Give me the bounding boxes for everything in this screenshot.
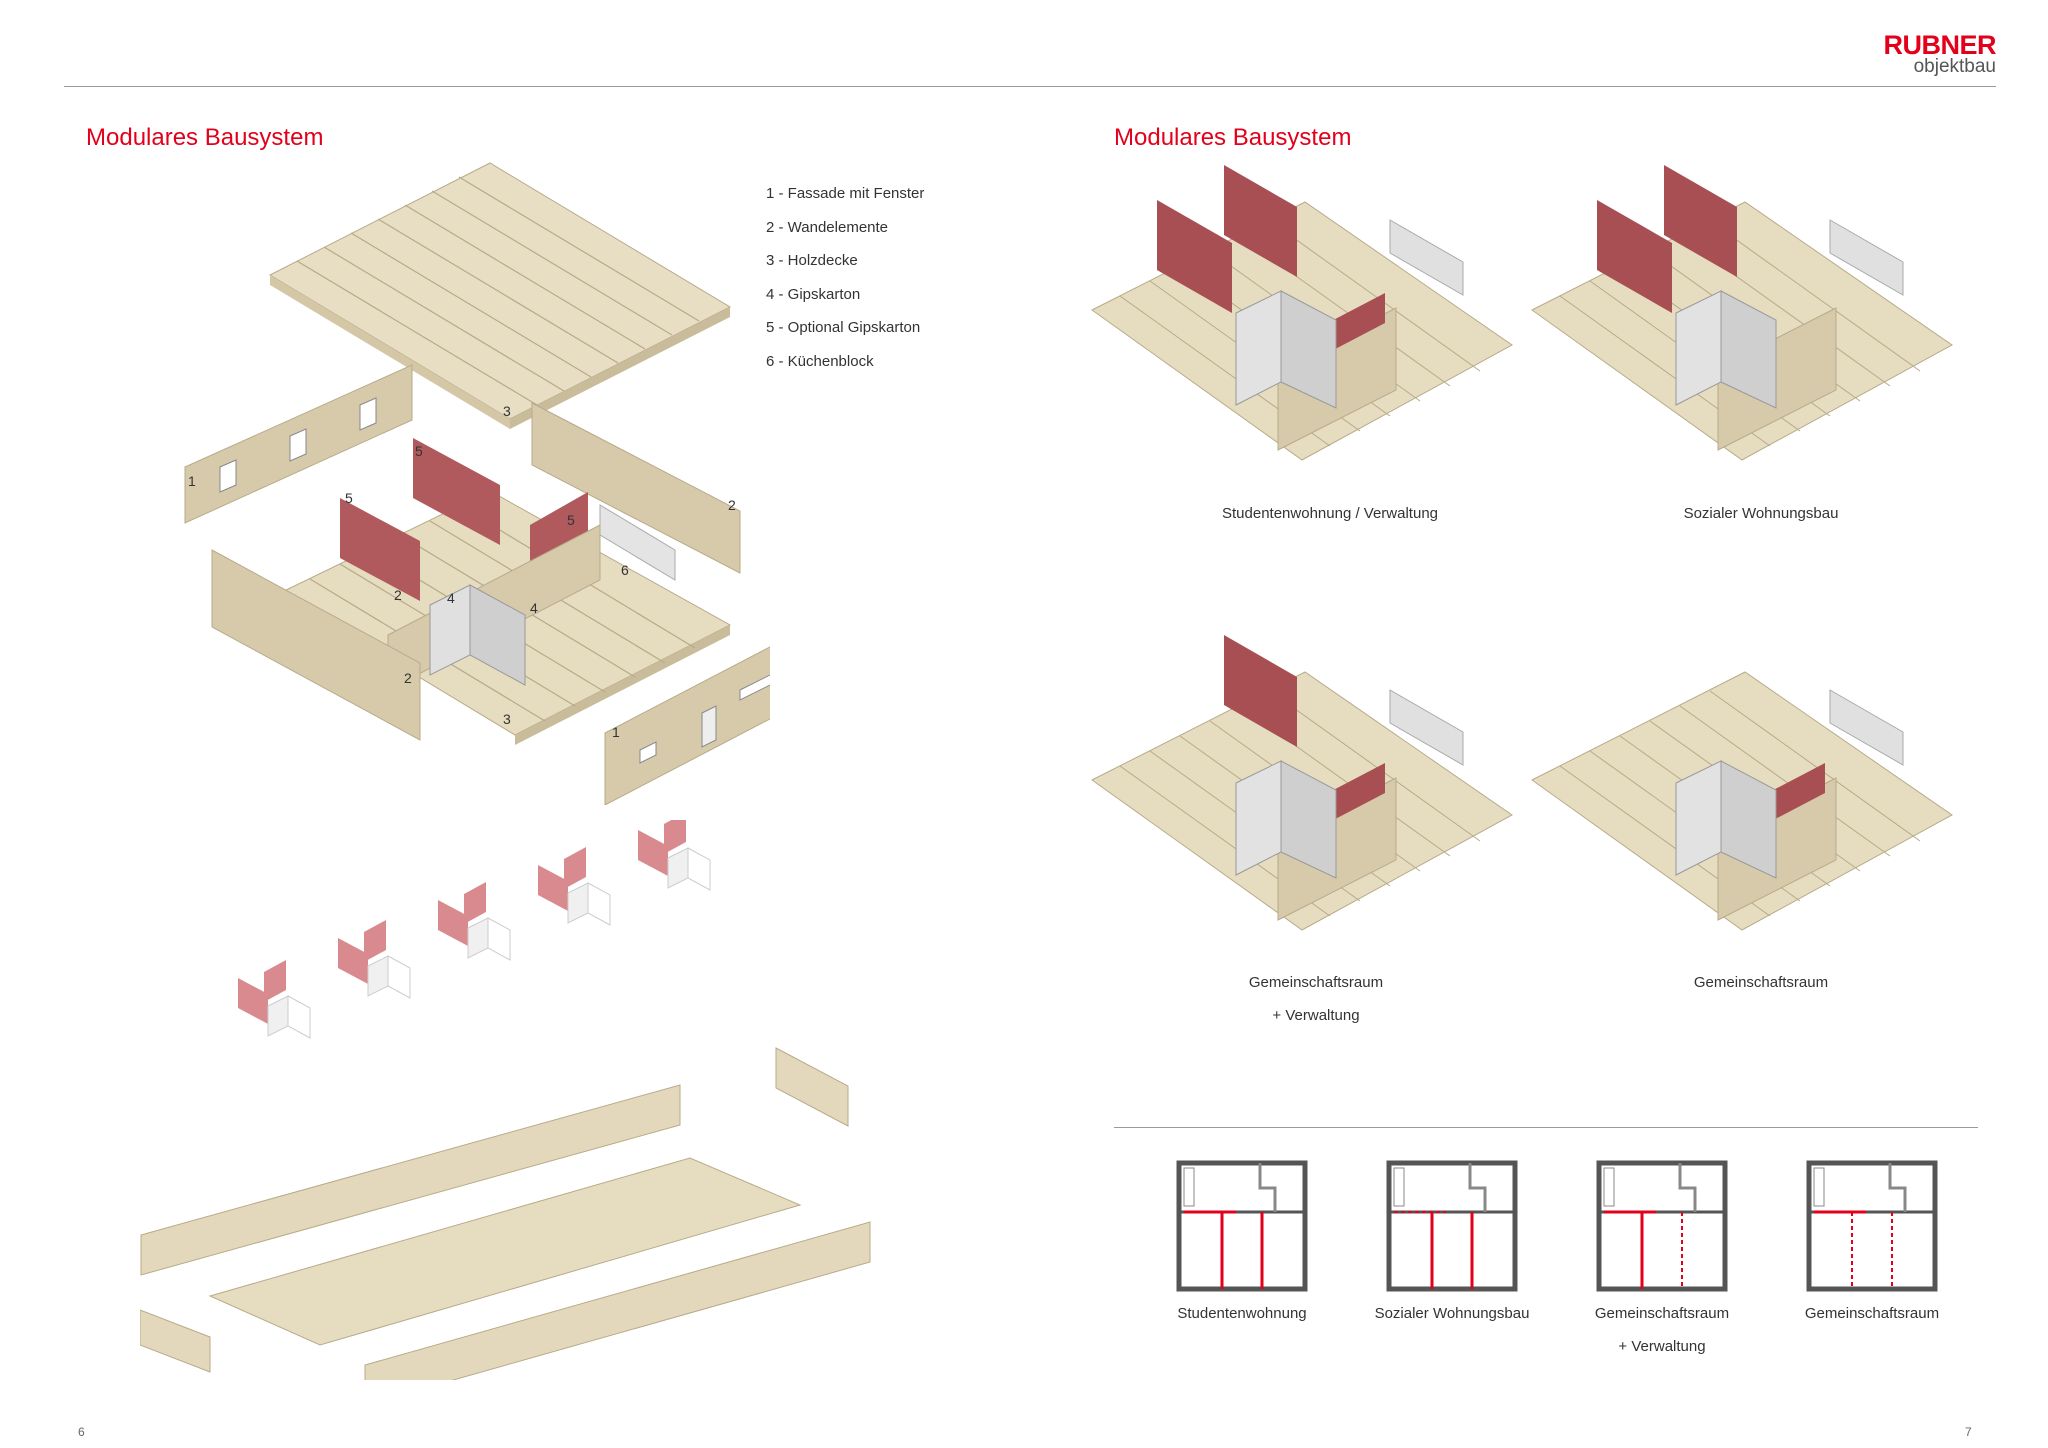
legend-item-6: 6 - Küchenblock [766,352,874,370]
wall-front-left [211,549,421,741]
right-page-title: Modulares Bausystem [1114,124,1352,151]
brand-logo-sub: objektbau [1913,56,1996,77]
section-divider [1114,1127,1978,1128]
floor-plan-4 [1806,1160,1938,1292]
variant-render-4 [1531,671,1953,931]
legend-item-3: 3 - Holzdecke [766,252,858,269]
wall-back-right [531,402,741,574]
mini-module-3 [438,882,511,961]
left-page-title: Modulares Bausystem [86,124,324,151]
variant-caption-3: Gemeinschaftsraum [1248,974,1384,991]
label-5-b: 5 [345,490,353,506]
plan-caption-3-line2: + Verwaltung [1618,1338,1706,1355]
label-2-front: 2 [404,670,412,686]
label-2-partition: 2 [394,587,402,603]
plan-caption-1: Studentenwohnung [1177,1305,1307,1322]
label-4-b: 4 [530,600,538,616]
label-6: 6 [621,562,629,578]
long-floor [208,1157,802,1346]
page-number-left: 6 [78,1425,85,1439]
legend-item-1: 1 - Fassade mit Fenster [766,185,925,202]
floor-plan-1 [1176,1160,1308,1292]
mini-module-2 [338,920,411,999]
module-variants-row [238,820,711,1039]
floor-plan-3 [1596,1160,1728,1292]
gypsum-red-wall-b [413,438,500,545]
page-number-right: 7 [1965,1425,1972,1439]
label-1-left: 1 [188,473,196,489]
header-divider [64,86,1996,87]
variant-caption-3-line2: + Verwaltung [1272,1007,1360,1024]
label-2-back: 2 [728,497,736,513]
end-wall-right [775,1047,849,1127]
long-facade-back [140,1084,681,1276]
end-wall-left [140,1309,211,1373]
legend-item-4: 4 - Gipskarton [766,285,861,303]
legend-item-5: 5 - Optional Gipskarton [766,319,921,336]
mini-module-1 [238,960,311,1039]
component-legend: 1 - Fassade mit Fenster 2 - Wandelemente… [766,185,924,386]
mini-module-4 [538,847,611,926]
facade-back-left [184,364,413,524]
plan-caption-3: Gemeinschaftsraum [1594,1305,1730,1322]
label-3-floor: 3 [503,711,511,727]
floor-plan-2 [1386,1160,1518,1292]
label-1-right: 1 [612,724,620,740]
gypsum-red-wall-a [340,498,420,601]
variant-render-1 [1091,165,1513,461]
ceiling-panel [268,162,732,429]
label-5-a: 5 [415,443,423,459]
label-3-ceiling: 3 [503,403,511,419]
variant-caption-2: Sozialer Wohnungsbau [1683,505,1839,522]
variant-render-2 [1531,165,1953,461]
variant-caption-1: Studentenwohnung / Verwaltung [1222,505,1438,522]
label-5-c: 5 [567,512,575,528]
variant-caption-4: Gemeinschaftsraum [1693,974,1829,991]
variant-render-3 [1091,635,1513,931]
plan-caption-2: Sozialer Wohnungsbau [1374,1305,1530,1322]
facade-front-right [604,646,770,805]
brand-logo: RUBNER [1883,30,1996,60]
mini-module-5 [638,820,711,891]
gypsum-white-b [469,584,526,686]
exploded-module-illustration: 1 1 2 2 2 3 3 4 4 5 5 5 6 [184,162,770,805]
label-4-a: 4 [447,590,455,606]
legend-item-2: 2 - Wandelemente [766,218,889,236]
building-assembly-illustration [140,1047,871,1380]
plan-caption-4: Gemeinschaftsraum [1804,1305,1940,1322]
long-facade-front [364,1221,871,1380]
